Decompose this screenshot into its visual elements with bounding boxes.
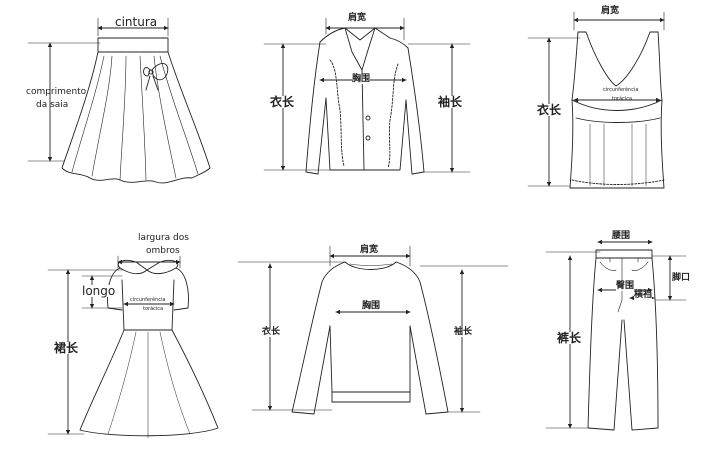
- dress-bodice-label: longo: [82, 284, 116, 298]
- dress-circumference-line2: torácica: [143, 306, 164, 312]
- sweater-sleeve-arrow: [419, 265, 509, 413]
- dress-length-label: 裙长: [54, 341, 79, 355]
- pants-knee-label: 脚口: [672, 273, 691, 283]
- pants-drawing: [587, 249, 659, 431]
- pants-thigh-label: 横裆: [634, 290, 653, 300]
- pants-hip-label: 臀围: [616, 281, 635, 291]
- sweater-length-label: 衣长: [262, 327, 281, 337]
- skirt-length-arrow: [27, 42, 101, 162]
- sweater-shoulder-label: 肩宽: [360, 245, 379, 255]
- tank-shoulder-arrow: [573, 11, 665, 31]
- tank-length-label: 衣长: [537, 103, 562, 117]
- pants-length-label: 裤长: [557, 331, 582, 345]
- dress-shoulder-label-line2: ombros: [146, 246, 180, 256]
- blazer-chest-label: 胸围: [352, 74, 371, 84]
- tank-shoulder-label: 肩宽: [601, 6, 620, 16]
- pants-waist-label: 腰围: [612, 231, 631, 241]
- blazer-sleeve-arrow: [407, 43, 471, 173]
- dress-shoulder-label-line1: largura dos: [138, 233, 189, 243]
- blazer-drawing: [305, 27, 425, 175]
- sweater-chest-label: 胸围: [362, 301, 381, 311]
- dress-shoulder-arrow: [117, 255, 181, 269]
- blazer-shoulder-arrow: [325, 17, 405, 41]
- skirt-drawing: [61, 37, 211, 184]
- tank-circumference-line2: torácica: [612, 96, 633, 102]
- tank-circumference-line1: circunferência: [603, 87, 639, 93]
- sweater-drawing: [291, 261, 449, 415]
- skirt-length-label-line2: da saia: [36, 100, 69, 110]
- tank-drawing: [569, 31, 665, 189]
- sweater-shoulder-arrow: [329, 245, 411, 267]
- skirt-waist-arrow: [97, 17, 169, 37]
- blazer-sleeve-label: 袖长: [438, 95, 463, 109]
- pants-knee-arrow: [651, 255, 687, 301]
- sweater-length-arrow: [237, 261, 346, 411]
- sweater-sleeve-label: 袖长: [454, 327, 473, 337]
- blazer-shoulder-label: 肩宽: [348, 13, 367, 23]
- dress-circumference-line1: circunferência: [130, 297, 166, 303]
- blazer-length-label: 衣长: [270, 95, 295, 109]
- skirt-waist-label: cintura: [115, 15, 158, 29]
- skirt-length-label-line1: comprimento: [26, 87, 87, 97]
